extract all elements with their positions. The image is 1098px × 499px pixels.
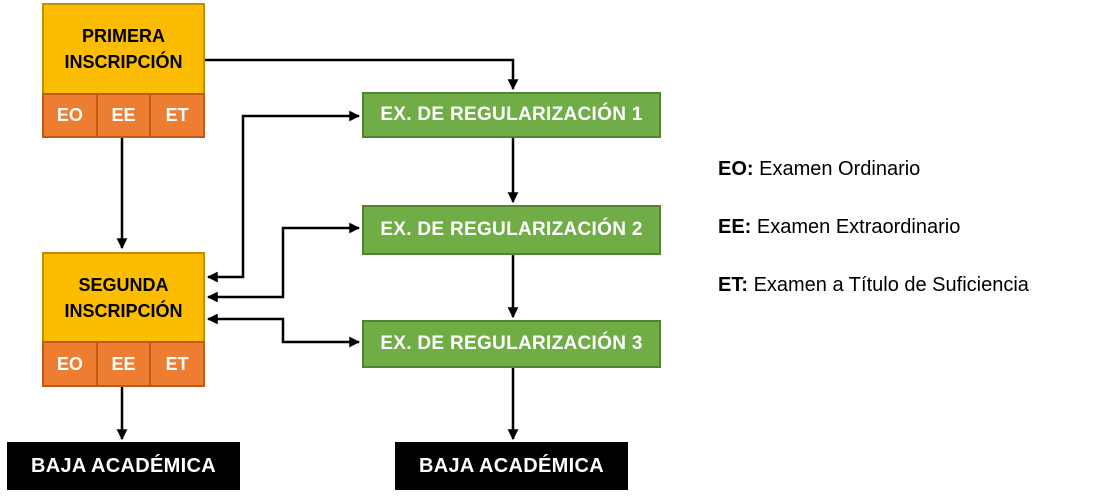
exam-cell-et-1: ET xyxy=(149,93,206,138)
legend-term: ET: xyxy=(718,274,748,296)
legend-definition: Examen Ordinario xyxy=(759,158,921,180)
exam-cell-ee-2: EE xyxy=(95,341,152,387)
connector-reg1-segunda xyxy=(206,110,361,283)
regularizacion-3-box: EX. DE REGULARIZACIÓN 3 xyxy=(362,320,661,368)
legend-term: EE: xyxy=(718,216,752,238)
baja-academica-left-box: BAJA ACADÉMICA xyxy=(7,442,240,490)
legend-definition: Examen Extraordinario xyxy=(756,216,961,238)
segunda-inscripcion-box: SEGUNDA INSCRIPCIÓN xyxy=(42,252,205,343)
exam-cell-ee-1: EE xyxy=(95,93,152,138)
exam-cell-et-2: ET xyxy=(149,341,206,387)
baja-academica-center-box: BAJA ACADÉMICA xyxy=(395,442,628,490)
legend-definition: Examen a Título de Suficiencia xyxy=(753,274,1029,296)
connector-reg2-segunda xyxy=(206,222,361,303)
primera-exams-row: EO EE ET xyxy=(42,93,206,138)
segunda-exams-row: EO EE ET xyxy=(42,341,206,387)
exam-cell-eo-2: EO xyxy=(42,341,98,387)
exam-cell-eo-1: EO xyxy=(42,93,98,138)
legend-term: EO: xyxy=(718,158,754,180)
legend-item-eo: EO: Examen Ordinario xyxy=(718,158,920,184)
connector-reg3-segunda xyxy=(206,313,361,348)
regularizacion-2-box: EX. DE REGULARIZACIÓN 2 xyxy=(362,205,661,255)
primera-inscripcion-box: PRIMERA INSCRIPCIÓN xyxy=(42,3,205,95)
legend-item-et: ET: Examen a Título de Suficiencia xyxy=(718,274,1029,300)
arrow-primera-to-reg1 xyxy=(205,58,519,91)
legend-item-ee: EE: Examen Extraordinario xyxy=(718,216,960,242)
regularizacion-1-box: EX. DE REGULARIZACIÓN 1 xyxy=(362,92,661,138)
